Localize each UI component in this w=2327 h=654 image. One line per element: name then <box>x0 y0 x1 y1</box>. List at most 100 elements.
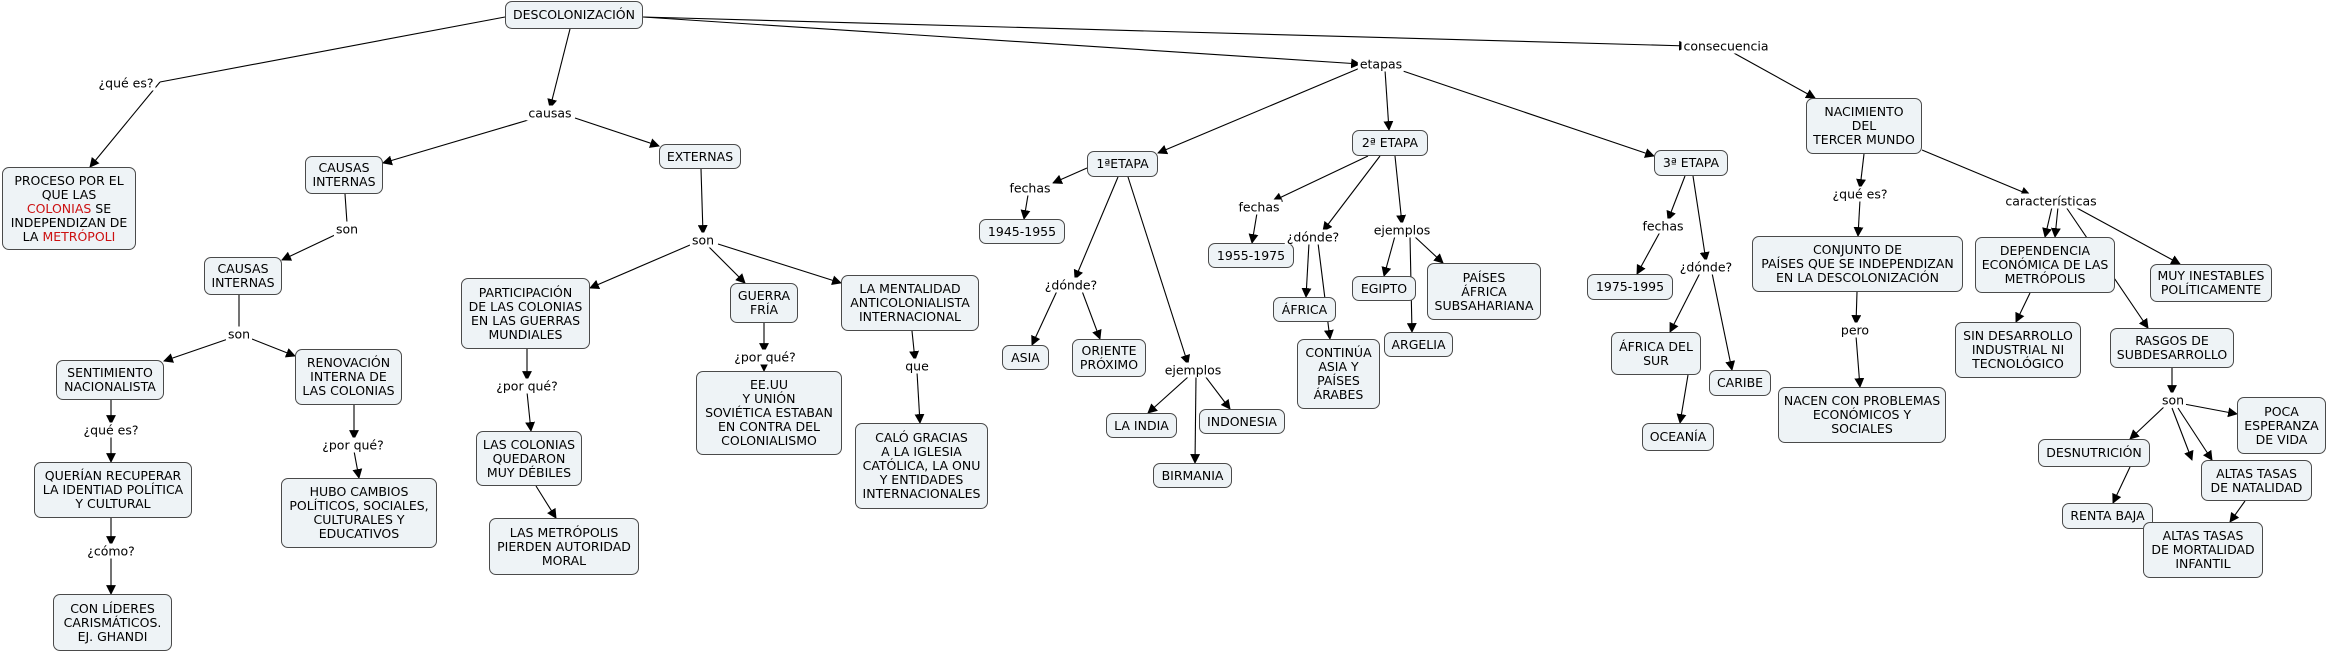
node-text: 1945-1955 <box>987 223 1057 239</box>
link-por-que-1: ¿por qué? <box>320 437 386 453</box>
node-colonias-debiles[interactable]: LAS COLONIAS QUEDARON MUY DÉBILES <box>476 431 582 486</box>
link-por-que-2: ¿por qué? <box>494 378 560 394</box>
connector-line <box>382 117 536 166</box>
node-text: INDONESIA <box>1207 413 1277 429</box>
node-nacimiento[interactable]: NACIMIENTO DEL TERCER MUNDO <box>1806 98 1922 154</box>
node-text: CALÓ GRACIAS A LA IGLESIA CATÓLICA, LA O… <box>862 430 981 501</box>
node-externas[interactable]: EXTERNAS <box>659 144 741 169</box>
node-africa[interactable]: ÁFRICA <box>1273 297 1336 322</box>
link-causas: causas <box>526 105 574 121</box>
node-etapa-1[interactable]: 1ªETAPA <box>1087 151 1158 177</box>
node-text: SE <box>91 200 112 216</box>
node-oceania[interactable]: OCEANÍA <box>1642 423 1714 451</box>
node-egipto[interactable]: EGIPTO <box>1352 276 1416 301</box>
node-natalidad[interactable]: ALTAS TASAS DE NATALIDAD <box>2201 460 2312 501</box>
node-text: ALTAS TASAS DE MORTALIDAD INFANTIL <box>2151 528 2255 571</box>
node-text: LA <box>22 228 43 244</box>
node-caribe[interactable]: CARIBE <box>1709 370 1771 396</box>
connector-line <box>352 450 363 479</box>
node-conjunto[interactable]: CONJUNTO DE PAÍSES QUE SE INDEPENDIZAN E… <box>1752 236 1963 292</box>
node-rasgos[interactable]: RASGOS DE SUBDESARROLLO <box>2110 328 2234 368</box>
link-son-3: son <box>689 232 717 248</box>
node-text: CONTINÚA ASIA Y PAÍSES ÁRABES <box>1305 345 1372 402</box>
node-birmania[interactable]: BIRMANIA <box>1153 463 1232 488</box>
node-etapa-3[interactable]: 3ª ETAPA <box>1654 150 1728 176</box>
node-text: SIN DESARROLLO INDUSTRIAL NI TECNOLÓGICO <box>1963 328 2073 371</box>
highlight-colonias: COLONIAS <box>26 200 92 216</box>
node-text-line: LA METRÓPOLI <box>22 228 116 244</box>
connector-line <box>2171 407 2194 461</box>
node-calo[interactable]: CALÓ GRACIAS A LA IGLESIA CATÓLICA, LA O… <box>855 423 988 509</box>
node-fecha-3[interactable]: 1975-1995 <box>1587 274 1673 300</box>
node-renta[interactable]: RENTA BAJA <box>2062 503 2153 529</box>
connector-line <box>1854 335 1865 388</box>
link-ejemplos-1: ejemplos <box>1162 362 1224 378</box>
node-fecha-1[interactable]: 1945-1955 <box>979 219 1065 244</box>
connector-line <box>89 81 161 168</box>
node-sin-desarrollo[interactable]: SIN DESARROLLO INDUSTRIAL NI TECNOLÓGICO <box>1955 322 2081 378</box>
connector-line <box>1711 272 1736 371</box>
node-metropolis-autoridad[interactable]: LAS METRÓPOLIS PIERDEN AUTORIDAD MORAL <box>489 518 639 575</box>
connector-line <box>642 16 1361 69</box>
node-fecha-2[interactable]: 1955-1975 <box>1208 243 1294 268</box>
node-nacen[interactable]: NACEN CON PROBLEMAS ECONÓMICOS Y SOCIALE… <box>1778 387 1946 443</box>
connector-line <box>159 16 506 83</box>
node-continua[interactable]: CONTINÚA ASIA Y PAÍSES ÁRABES <box>1297 339 1380 409</box>
node-text: 1975-1995 <box>1595 279 1665 294</box>
node-text: CAUSAS INTERNAS <box>211 261 275 290</box>
node-inestables[interactable]: MUY INESTABLES POLÍTICAMENTE <box>2150 264 2272 302</box>
node-subsahariana[interactable]: PAÍSES ÁFRICA SUBSAHARIANA <box>1427 263 1541 320</box>
node-hubo-cambios[interactable]: HUBO CAMBIOS POLÍTICOS, SOCIALES, CULTUR… <box>281 478 437 548</box>
node-text: EXTERNAS <box>666 148 734 164</box>
node-participacion[interactable]: PARTICIPACIÓN DE LAS COLONIAS EN LAS GUE… <box>461 278 590 349</box>
link-fechas-1: fechas <box>1007 180 1053 196</box>
node-text: MUY INESTABLES POLÍTICAMENTE <box>2157 268 2265 297</box>
connector-line <box>914 371 925 424</box>
connector-line <box>909 330 920 361</box>
node-asia[interactable]: ASIA <box>1002 345 1049 370</box>
node-etapa-2[interactable]: 2ª ETAPA <box>1352 130 1428 156</box>
node-eeuu[interactable]: EE.UU Y UNIÓN SOVIÉTICA ESTABAN EN CONTR… <box>696 371 842 455</box>
link-caracteristicas: características <box>2003 193 2099 209</box>
link-fechas-3: fechas <box>1640 218 1686 234</box>
node-africa-sur[interactable]: ÁFRICA DEL SUR <box>1611 332 1701 375</box>
node-india[interactable]: LA INDIA <box>1106 413 1177 438</box>
node-mentalidad[interactable]: LA MENTALIDAD ANTICOLONIALISTA INTERNACI… <box>841 275 979 331</box>
connector-line <box>344 193 348 224</box>
connector-line <box>1676 374 1689 424</box>
node-oriente[interactable]: ORIENTE PRÓXIMO <box>1072 339 1146 377</box>
node-mortalidad[interactable]: ALTAS TASAS DE MORTALIDAD INFANTIL <box>2143 522 2263 578</box>
node-text: PROCESO POR EL <box>14 172 124 188</box>
node-causas-internas-2[interactable]: CAUSAS INTERNAS <box>204 257 282 295</box>
node-argelia[interactable]: ARGELIA <box>1384 332 1453 357</box>
node-dependencia[interactable]: DEPENDENCIA ECONÓMICA DE LAS METRÓPOLIS <box>1975 237 2115 293</box>
node-desnutricion[interactable]: DESNUTRICIÓN <box>2038 439 2150 467</box>
connector-line <box>1190 376 1201 464</box>
node-sentimiento[interactable]: SENTIMIENTO NACIONALISTA <box>56 360 164 400</box>
node-causas-internas[interactable]: CAUSAS INTERNAS <box>305 156 383 194</box>
node-esperanza[interactable]: POCA ESPERANZA DE VIDA <box>2237 397 2326 454</box>
node-guerra-fria[interactable]: GUERRA FRÍA <box>730 283 798 323</box>
node-text: HUBO CAMBIOS POLÍTICOS, SOCIALES, CULTUR… <box>289 484 429 541</box>
connector-line <box>251 338 296 358</box>
node-text: 1955-1975 <box>1216 247 1286 263</box>
node-renovacion[interactable]: RENOVACIÓN INTERNA DE LAS COLONIAS <box>295 349 402 405</box>
node-text: LAS METRÓPOLIS PIERDEN AUTORIDAD MORAL <box>497 524 631 568</box>
node-proceso[interactable]: PROCESO POR EL QUE LAS COLONIAS SE INDEP… <box>2 167 136 250</box>
node-querian[interactable]: QUERÍAN RECUPERAR LA IDENTIAD POLÍTICA Y… <box>34 462 192 518</box>
connector-line <box>1636 231 1661 275</box>
node-text: OCEANÍA <box>1649 429 1707 444</box>
connector-line <box>1204 375 1231 410</box>
connector-line <box>1381 235 1396 277</box>
node-text: ÁFRICA DEL SUR <box>1619 338 1693 368</box>
link-son-4: son <box>2159 392 2187 408</box>
connector-line <box>1322 155 1381 232</box>
node-descolonizacion[interactable]: DESCOLONIZACIÓN <box>505 1 643 29</box>
connector-line <box>707 245 746 284</box>
node-indonesia[interactable]: INDONESIA <box>1199 409 1285 434</box>
connector-line <box>1853 199 1864 237</box>
node-text: NACEN CON PROBLEMAS ECONÓMICOS Y SOCIALE… <box>1783 393 1941 436</box>
link-consecuencia: consecuencia <box>1681 38 1771 54</box>
node-lideres[interactable]: CON LÍDERES CARISMÁTICOS. EJ. GHANDI <box>53 594 172 651</box>
node-text: BIRMANIA <box>1161 467 1224 483</box>
